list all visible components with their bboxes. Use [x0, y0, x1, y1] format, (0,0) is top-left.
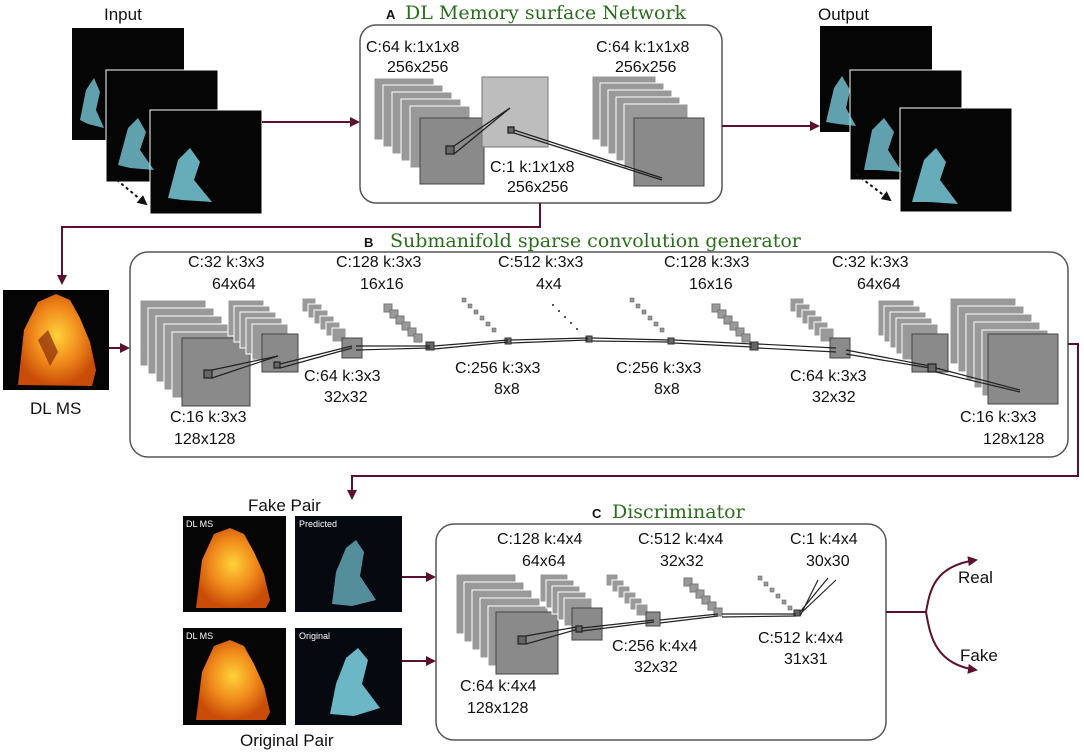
gen-top-label-3a: C:512 k:3x3	[498, 254, 583, 271]
panel-a-left-layer-line1: C:64 k:1x1x8	[366, 39, 459, 56]
discriminator-connection-lines	[517, 577, 837, 645]
disc-bottom-label-2b: 32x32	[634, 659, 678, 676]
output-fake-label: Fake	[960, 646, 998, 665]
disc-bottom-label-3a: C:512 k:4x4	[758, 630, 843, 647]
gen-bottom-label-3a: C:256 k:3x3	[455, 360, 540, 377]
panel-a-bottom-layer-line1: C:1 k:1x1x8	[490, 159, 575, 176]
panel-b-frame	[129, 251, 1069, 458]
input-figure-1	[80, 78, 104, 128]
gen-bottom-label-6a: C:16 k:3x3	[960, 409, 1037, 426]
output-frame-stack	[820, 26, 1013, 213]
panel-c-letter: C	[592, 506, 602, 521]
output-real-label: Real	[958, 568, 993, 587]
gen-top-label-1a: C:32 k:3x3	[188, 254, 265, 271]
original-pair-original-caption: Original	[299, 631, 330, 641]
discriminator-layer-4	[683, 577, 723, 617]
input-frame-stack	[72, 28, 263, 215]
generator-layer-7	[629, 297, 675, 345]
panel-a-title: DL Memory surface Network	[405, 2, 687, 24]
gen-top-label-4a: C:128 k:3x3	[664, 254, 749, 271]
gen-top-label-2b: 16x16	[360, 276, 404, 293]
input-figure-2	[118, 118, 154, 170]
panel-a-kernel-lines	[445, 107, 663, 181]
panel-c: Fake Pair Original Pair DL MS Predicted …	[183, 496, 998, 750]
disc-bottom-label-1b: 128x128	[467, 700, 528, 717]
gen-top-label-4b: 16x16	[689, 276, 733, 293]
generator-layer-8	[711, 303, 759, 351]
output-figure-3	[912, 148, 958, 204]
disc-top-label-2b: 32x32	[660, 553, 704, 570]
gen-bottom-label-5b: 32x32	[812, 389, 856, 406]
arrow-generator-to-fake-pair	[347, 343, 1079, 500]
gen-bottom-label-2b: 32x32	[324, 389, 368, 406]
disc-top-label-3b: 30x30	[806, 553, 850, 570]
generator-layer-3	[301, 297, 363, 359]
panel-a: Input Output A DL Memory surface Network…	[57, 2, 1013, 285]
dlms-heatmap-figure	[18, 294, 96, 386]
gen-bottom-label-5a: C:64 k:3x3	[790, 368, 867, 385]
gen-bottom-label-1b: 128x128	[174, 431, 235, 448]
output-figure-2	[864, 118, 902, 172]
generator-layer-1	[139, 299, 251, 407]
disc-top-label-1b: 64x64	[522, 553, 566, 570]
gen-bottom-label-4a: C:256 k:3x3	[616, 360, 701, 377]
input-figure-3	[168, 148, 212, 202]
panel-a-left-layer-line2: 256x256	[387, 59, 448, 76]
panel-b: B Submanifold sparse convolution generat…	[3, 230, 1079, 500]
gen-top-label-1b: 64x64	[212, 276, 256, 293]
disc-bottom-label-1a: C:64 k:4x4	[460, 678, 537, 695]
original-pair-dlms-caption: DL MS	[186, 631, 213, 641]
arrow-network-to-dlms	[57, 203, 541, 285]
panel-a-layer-stack-right	[591, 75, 705, 187]
disc-bottom-label-3b: 31x31	[784, 651, 828, 668]
dlms-label: DL MS	[30, 399, 81, 418]
generator-connection-lines	[203, 337, 1021, 393]
gen-top-label-5a: C:32 k:3x3	[832, 254, 909, 271]
generator-layer-6	[552, 304, 593, 343]
discriminator-layer-2	[539, 573, 603, 641]
fake-pair-label: Fake Pair	[248, 496, 321, 515]
generator-layer-9	[789, 297, 851, 359]
gen-bottom-label-3b: 8x8	[494, 381, 520, 398]
fake-pair-dlms-caption: DL MS	[186, 519, 213, 529]
discriminator-output-arrows	[886, 556, 978, 674]
panel-b-letter: B	[364, 235, 373, 250]
fake-pair-predicted-caption: Predicted	[299, 519, 337, 529]
generator-layer-5	[461, 297, 512, 345]
output-figure-1	[826, 76, 856, 126]
panel-a-letter: A	[386, 7, 396, 22]
disc-top-label-2a: C:512 k:4x4	[638, 531, 723, 548]
generator-layer-11	[949, 297, 1059, 405]
discriminator-layer-3	[605, 573, 661, 627]
output-label: Output	[818, 5, 869, 24]
gen-top-label-2a: C:128 k:3x3	[336, 254, 421, 271]
panel-a-layer-stack-left	[373, 77, 485, 185]
gen-top-label-5b: 64x64	[857, 276, 901, 293]
generator-layer-10	[877, 299, 949, 373]
input-label: Input	[104, 5, 142, 24]
disc-top-label-1a: C:128 k:4x4	[497, 531, 582, 548]
panel-a-bottom-layer-line2: 256x256	[507, 179, 568, 196]
discriminator-layer-5	[757, 575, 801, 617]
gen-bottom-label-6b: 128x128	[983, 431, 1044, 448]
gen-top-label-3b: 4x4	[536, 276, 562, 293]
panel-a-right-layer-line1: C:64 k:1x1x8	[596, 39, 689, 56]
panel-b-title: Submanifold sparse convolution generator	[390, 230, 802, 252]
gen-bottom-label-2a: C:64 k:3x3	[304, 368, 381, 385]
disc-bottom-label-2a: C:256 k:4x4	[612, 638, 697, 655]
gen-bottom-label-4b: 8x8	[654, 381, 680, 398]
panel-c-title: Discriminator	[612, 501, 746, 523]
panel-a-middle-map	[481, 76, 549, 148]
disc-top-label-3a: C:1 k:4x4	[790, 531, 858, 548]
original-pair-label: Original Pair	[240, 731, 334, 750]
gen-bottom-label-1a: C:16 k:3x3	[170, 409, 247, 426]
panel-a-right-layer-line2: 256x256	[615, 59, 676, 76]
